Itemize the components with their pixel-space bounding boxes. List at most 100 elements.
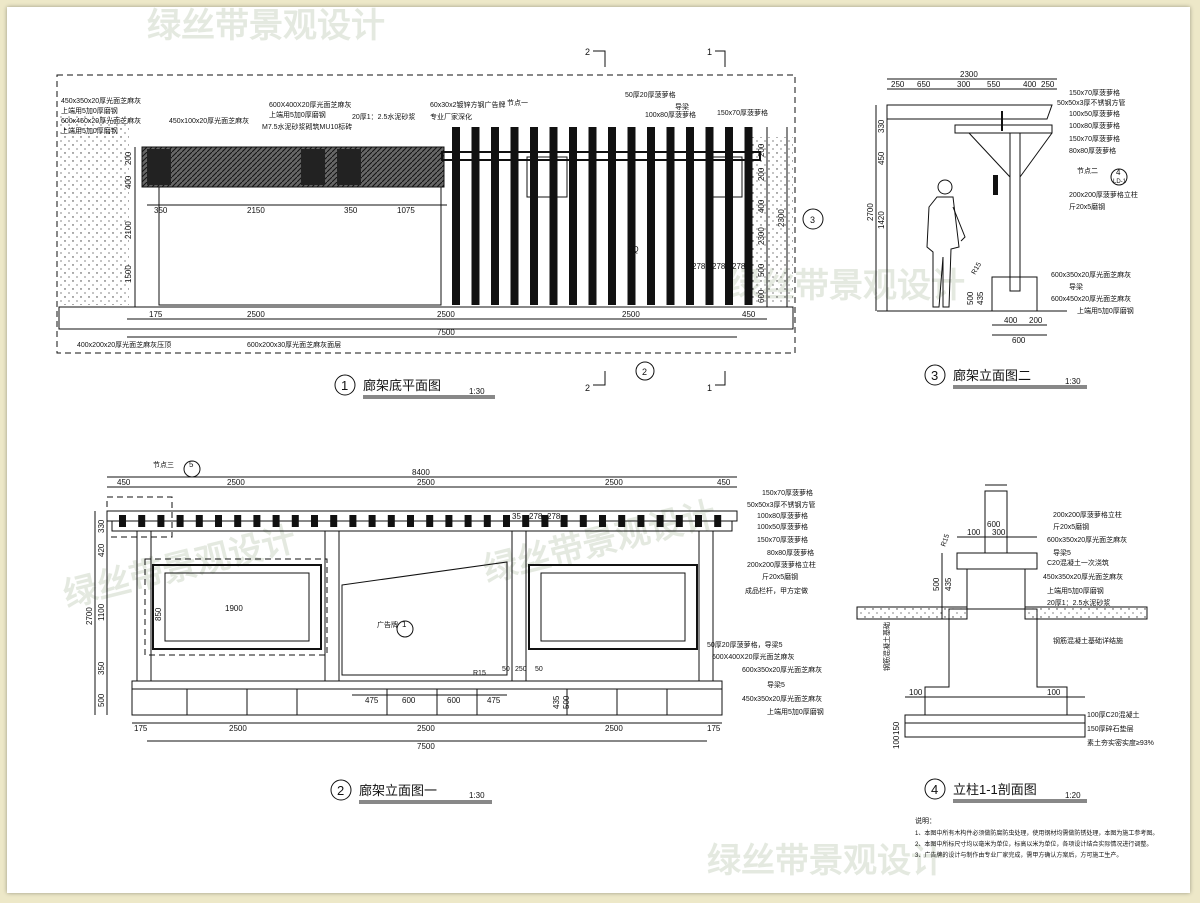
material-label: 上端用5加0厚磨钢 xyxy=(767,707,824,716)
watermark: 绿丝带景观设计 xyxy=(707,842,945,880)
material-label: 600x450x20厚光面芝麻灰 xyxy=(1051,294,1131,303)
material-label: 600x350x20厚光面芝麻灰 xyxy=(1051,270,1131,279)
ground-hatch xyxy=(59,115,129,305)
dim-text: 175 xyxy=(149,310,163,319)
dim-text: 175 xyxy=(707,724,721,733)
material-label: 专业厂家深化 xyxy=(430,112,472,121)
ad-panel-inner xyxy=(164,572,310,642)
section-labels: 200x200厚菠萝格立柱 斤20x5磨钢 600x350x20厚光面芝麻灰 导… xyxy=(1043,510,1154,747)
slat xyxy=(705,127,714,305)
dim-text: 600 xyxy=(987,520,1001,529)
dim-text: 435 xyxy=(944,577,953,591)
index-number: 5 xyxy=(189,460,194,469)
elev2-column xyxy=(1009,132,1021,292)
dim-text: 100 xyxy=(967,528,981,537)
person-figure xyxy=(926,179,966,308)
dim-text: 278 xyxy=(692,262,706,271)
material-label: 100x80厚菠萝格 xyxy=(1069,121,1120,130)
index-number: 4 xyxy=(1116,168,1121,177)
elev1-column xyxy=(324,530,340,682)
dim-text: 278 xyxy=(547,512,561,521)
dim-text: 400 xyxy=(124,175,133,189)
section-cut-line xyxy=(593,371,606,386)
section-paving xyxy=(856,606,968,620)
material-label: 100x80厚菠萝格 xyxy=(645,110,696,119)
elev2-sign xyxy=(993,175,998,195)
dim-text: 50 xyxy=(502,666,510,673)
section-footing xyxy=(924,608,1068,716)
material-label: 150厚碎石垫层 xyxy=(1087,724,1134,733)
elevation-one: 8400 450 2500 2500 2500 450 475 600 600 xyxy=(85,460,824,804)
material-label: 150x70厚菠萝格 xyxy=(757,535,808,544)
dim-text: 435 xyxy=(552,695,561,709)
ground-hatch xyxy=(749,137,793,302)
material-label: 150x70厚菠萝格 xyxy=(1069,88,1120,97)
dim-text: 850 xyxy=(154,607,163,621)
dim-text: 150 xyxy=(892,721,901,735)
dim-text: 500 xyxy=(932,577,941,591)
index-symbol xyxy=(635,361,655,381)
dim-text: 1500 xyxy=(124,265,133,283)
dim-text: 650 xyxy=(917,80,931,89)
dim-text: 350 xyxy=(97,661,106,675)
view-title: 廊架底平面图 xyxy=(363,378,441,393)
watermark: 绿丝带景观设计 xyxy=(147,7,385,45)
ad-label: 广告牌 xyxy=(377,620,398,629)
dim-text: 250 xyxy=(515,666,527,673)
material-label: 400x200x20厚光面芝麻灰压顶 xyxy=(77,340,171,349)
watermark: 绿丝带景观设计 xyxy=(60,520,300,614)
dim-text: 450 xyxy=(717,478,731,487)
dim-text: 600 xyxy=(447,696,461,705)
dim-text: 450 xyxy=(117,478,131,487)
section-mark: 2 xyxy=(585,47,590,57)
section-paving xyxy=(1024,606,1148,620)
plan-post xyxy=(337,149,361,185)
dim-text: 100 xyxy=(892,735,901,749)
dim-text: 420 xyxy=(97,543,106,557)
note-item: 3、广告牌的设计与制作由专业厂家完成，需甲方确认方案后，方可施工生产。 xyxy=(915,851,1122,859)
material-label: 50x50x3厚不锈钢方管 xyxy=(1057,98,1125,107)
material-label: 50厚20厚菠萝格 xyxy=(625,90,676,99)
material-label: 素土夯实密实度≥93% xyxy=(1087,738,1154,747)
dim-text: 600 xyxy=(1012,336,1026,345)
elev1-base xyxy=(131,688,723,716)
dim-text: 1900 xyxy=(225,604,243,613)
section-concrete-pad xyxy=(904,714,1086,724)
section-pier xyxy=(966,568,1026,610)
material-label: 600x450x20厚光面芝麻灰 xyxy=(61,116,141,125)
material-label: 50厚20厚菠萝格，导梁5 xyxy=(707,640,783,649)
plan-node-box xyxy=(711,156,743,198)
dim-text: 1100 xyxy=(97,603,106,621)
material-label: 200x200厚菠萝格立柱 xyxy=(1069,190,1138,199)
ad-panel-frame xyxy=(528,564,698,650)
slat xyxy=(725,127,733,305)
index-symbol xyxy=(183,460,201,478)
plan-outline xyxy=(56,74,796,354)
dim-text: 300 xyxy=(957,80,971,89)
material-label: 150x70厚菠萝格 xyxy=(762,488,813,497)
elev1-column xyxy=(698,530,714,682)
material-label: 100厚C20混凝土 xyxy=(1087,710,1140,719)
dim-text: 350 xyxy=(154,206,168,215)
dim-text: 500 xyxy=(97,693,106,707)
material-label: 450x350x20厚光面芝麻灰 xyxy=(1043,572,1123,581)
dim-text: R15 xyxy=(473,670,486,677)
elev2-cross-beam xyxy=(954,124,1053,134)
dim-text: 500 xyxy=(562,695,571,709)
dim-text: 2700 xyxy=(85,607,94,625)
elevation-two: 2300 250 650 300 550 400 250 330 450 270… xyxy=(866,70,1138,389)
material-label: 上端用5加0厚磨钢 xyxy=(61,106,118,115)
drawing-canvas: 绿丝带景观设计 绿丝带景观设计 绿丝带景观设计 绿丝带景观设计 绿丝带景观设计 … xyxy=(56,7,1158,880)
plan-beam xyxy=(441,151,761,161)
ad-panel-dash xyxy=(144,558,328,656)
material-label: 节点一 xyxy=(507,99,528,107)
section-cap xyxy=(956,552,1038,570)
dim-text: 100 xyxy=(909,688,923,697)
dim-text: 200 xyxy=(1029,316,1043,325)
section-mark: 2 xyxy=(585,383,590,393)
material-label: 斤20x5磨钢 xyxy=(762,572,798,581)
index-symbol xyxy=(396,620,414,638)
material-label: 200x200厚菠萝格立柱 xyxy=(1053,510,1122,519)
dim-text: 200 xyxy=(757,143,766,157)
view-scale: 1:30 xyxy=(469,791,485,800)
